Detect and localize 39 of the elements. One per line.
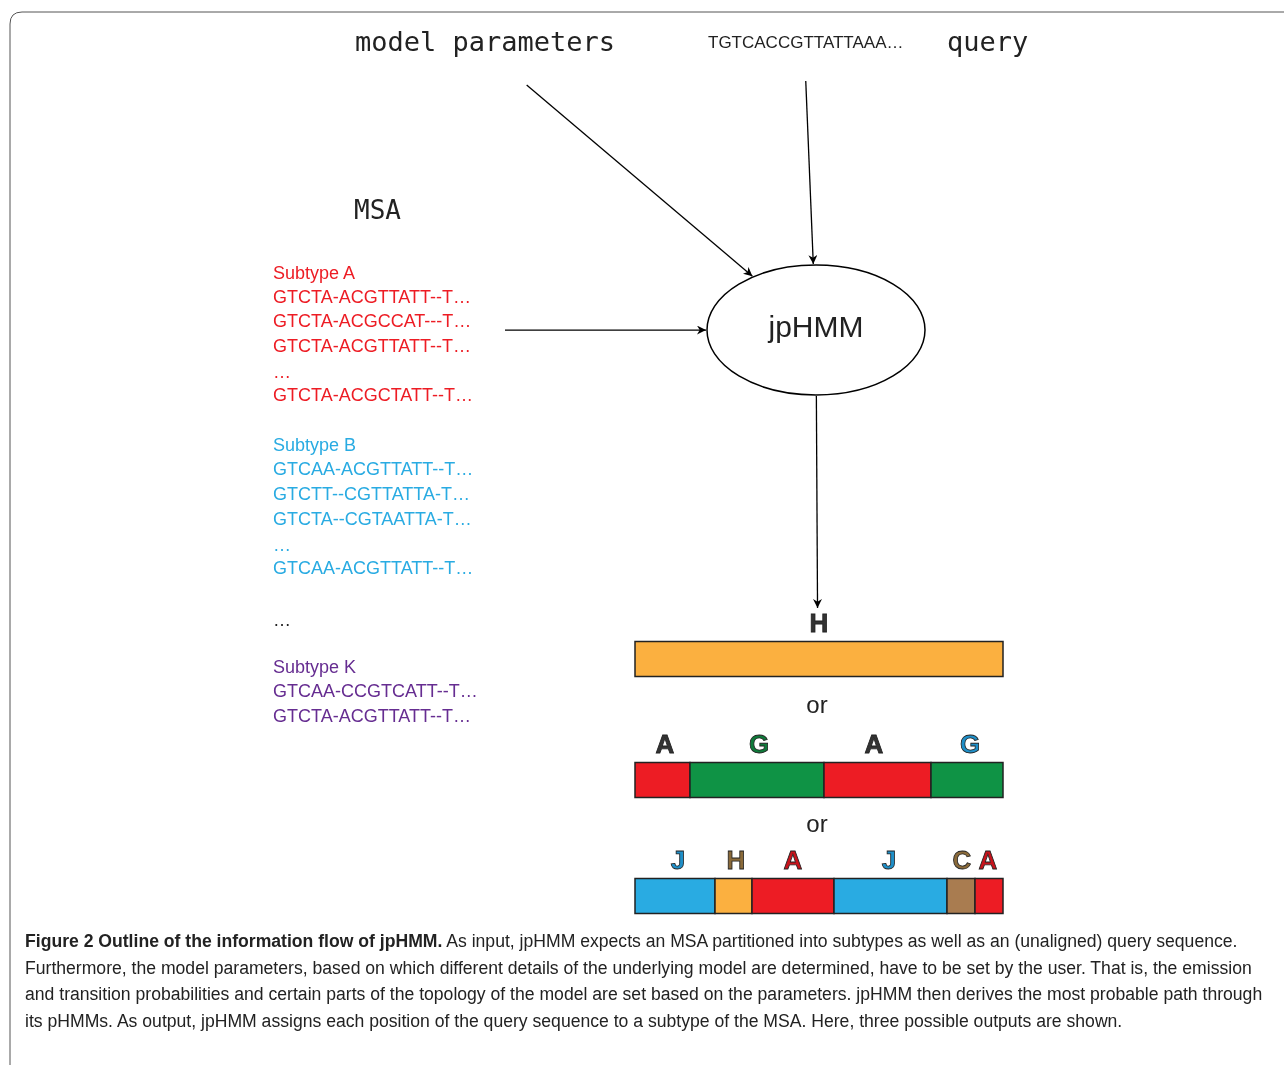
figure-caption: Figure 2 Outline of the information flow of jpHMM. As input, jpHMM expects an MSA partitioned into subtypes as well as an (unaligned) query sequence. Furthermore, the model parameters, based on which different details of the underlying model are determined, have to be set by the user. That is, the emission and transition probabilities and certain parts of the topology of the model are set based on the parameters. jpHMM then derives the most probable path through its pHMMs. As output, jpHMM assigns each position of the query sequence to a subtype of the MSA. Here, three possible outputs are shown. bbox=[25, 930, 1264, 1033]
subtype-letter: H bbox=[725, 845, 747, 875]
arrow bbox=[504, 325, 707, 335]
subtype-letter: A bbox=[782, 845, 804, 875]
input-text: model parameters bbox=[355, 26, 616, 57]
sequence-text: GTCTA--CGTAATTA-T… bbox=[273, 509, 472, 530]
subtype-heading: Subtype B bbox=[273, 435, 357, 456]
input-label: query bbox=[947, 26, 1029, 57]
subtype-letter: H bbox=[808, 608, 830, 638]
sequence-text: GTCAA-ACGTTATT--T… bbox=[273, 459, 474, 480]
msa-heading: MSA bbox=[354, 195, 401, 225]
subtype-letter: G bbox=[747, 729, 771, 759]
subtype-heading: Subtype K bbox=[273, 657, 357, 678]
or-label: or bbox=[805, 690, 829, 720]
sequence-text: GTCTA-ACGTTATT--T… bbox=[273, 336, 471, 357]
arrow bbox=[805, 80, 818, 265]
subtype-letter: J bbox=[880, 845, 898, 875]
sequence-text: GTCTA-ACGCCAT---T… bbox=[273, 311, 472, 332]
sequence-text: GTCTA-ACGTTATT--T… bbox=[273, 706, 471, 727]
subtype-letter: C bbox=[951, 845, 973, 875]
subtype-letter: J bbox=[669, 845, 687, 875]
sequence-text: GTCTT--CGTTATTA-T… bbox=[273, 484, 470, 505]
model-name: jpHMM bbox=[766, 310, 865, 344]
ellipsis: … bbox=[273, 610, 291, 631]
sequence-text: GTCTA-ACGCTATT--T… bbox=[273, 385, 473, 406]
sequence-text: GTCAA-ACGTTATT--T… bbox=[273, 558, 474, 579]
sequence-text: GTCAA-CCGTCATT--T… bbox=[273, 681, 478, 702]
subtype-heading: Subtype A bbox=[273, 263, 356, 284]
subtype-letter: A bbox=[977, 845, 999, 875]
subtype-letter: A bbox=[863, 729, 885, 759]
ellipsis: … bbox=[273, 535, 291, 556]
ellipsis: … bbox=[273, 362, 291, 383]
arrow bbox=[526, 84, 754, 277]
arrow bbox=[813, 395, 822, 609]
input-text: TGTCACCGTTATTAAA… bbox=[708, 33, 904, 53]
or-label: or bbox=[805, 809, 829, 839]
sequence-text: GTCTA-ACGTTATT--T… bbox=[273, 287, 471, 308]
subtype-letter: G bbox=[958, 729, 982, 759]
subtype-letter: A bbox=[654, 729, 676, 759]
